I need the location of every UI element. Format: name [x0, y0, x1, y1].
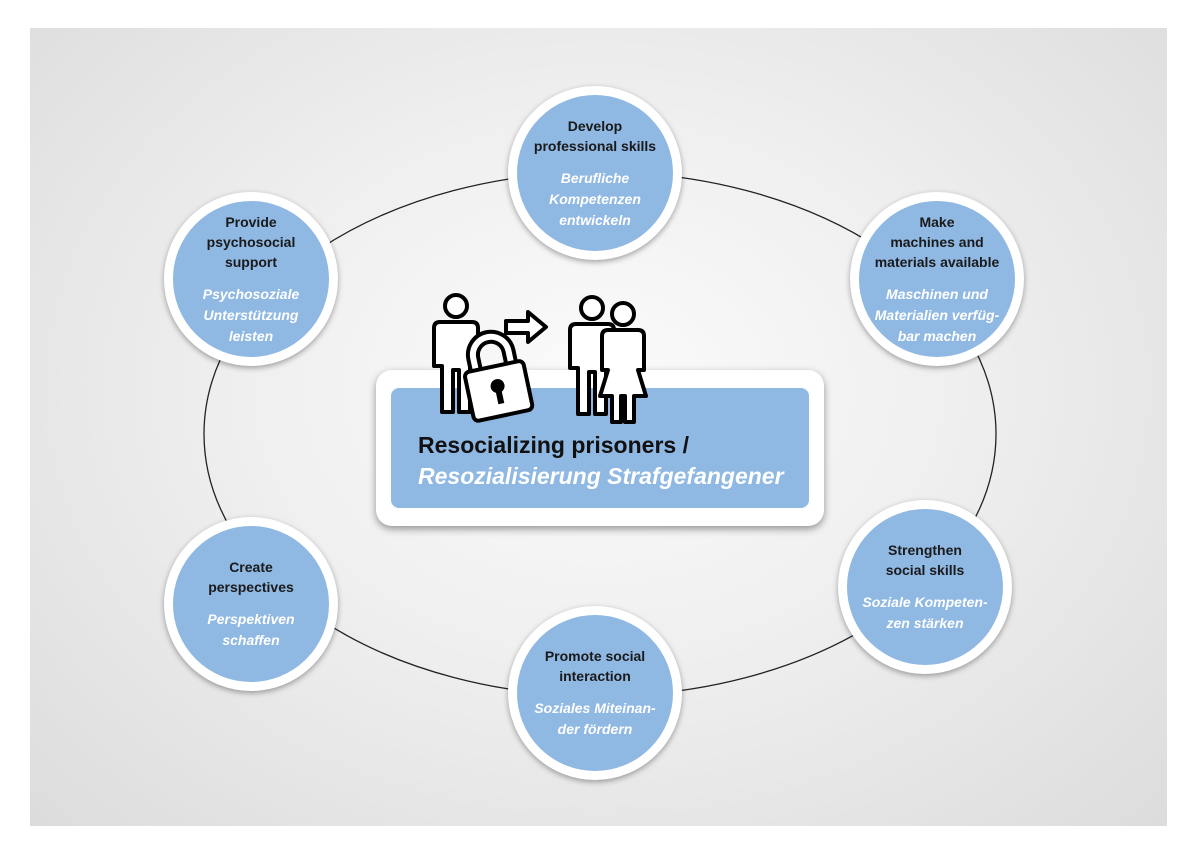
node-label-de: Soziale Kompeten- zen stärken — [862, 594, 988, 631]
node-label-de: Psychosoziale Unterstützung leisten — [202, 285, 300, 344]
node-strengthen-social-skills: Strengthen social skills Soziale Kompete… — [838, 500, 1012, 674]
center-title-de: Resozialisierung Strafgefangener — [418, 463, 784, 489]
node-label-en: Promote social interaction — [544, 648, 646, 684]
node-label-de: Maschinen und Materialien verfüg- bar ma… — [874, 285, 1000, 344]
center-title-en: Resocializing prisoners / — [418, 432, 689, 458]
node-label-de: Berufliche Kompetenzen entwickeln — [549, 169, 641, 228]
node-promote-social-interaction: Promote social interaction Soziales Mite… — [508, 606, 682, 780]
node-label-en: Make machines and materials available — [874, 213, 1000, 270]
node-develop-professional-skills: Develop professional skills Berufliche K… — [508, 86, 682, 260]
node-provide-psychosocial-support: Provide psychosocial support Psychosozia… — [164, 192, 338, 366]
woman-icon — [598, 301, 648, 424]
node-label-en: Strengthen social skills — [885, 542, 965, 578]
node-label-en: Develop professional skills — [533, 117, 657, 154]
node-label-en: Create perspectives — [208, 559, 294, 595]
lock-icon — [463, 329, 535, 423]
arrow-right-icon — [504, 310, 548, 344]
node-label-de: Soziales Miteinan- der fördern — [534, 700, 656, 737]
node-create-perspectives: Create perspectives Perspektiven schaffe… — [164, 517, 338, 691]
node-make-machines-available: Make machines and materials available Ma… — [850, 192, 1024, 366]
prisoner-icons — [432, 293, 648, 424]
node-label-de: Perspektiven schaffen — [207, 611, 295, 648]
node-label-en: Provide psychosocial support — [206, 213, 296, 270]
